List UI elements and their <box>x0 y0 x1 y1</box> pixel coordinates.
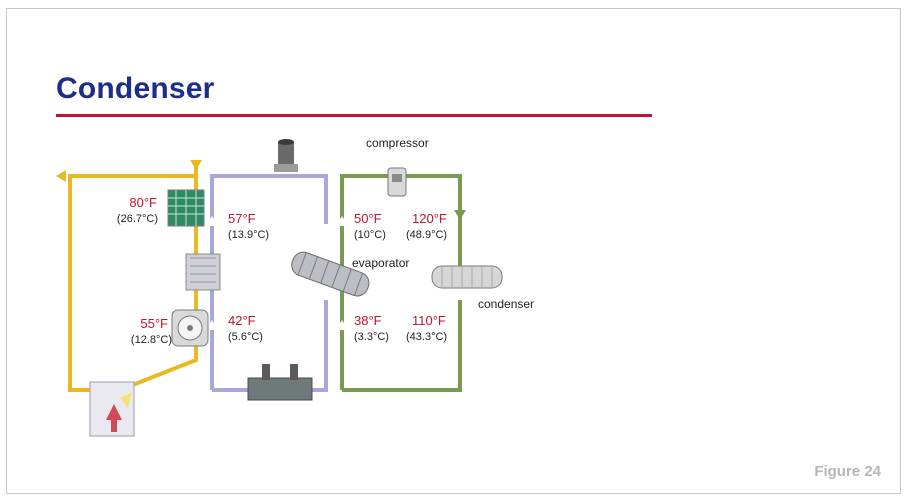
condenser-label: condenser <box>478 297 534 311</box>
temp-cond-out-c: (43.3°C) <box>406 331 447 343</box>
temp-evap-out-c: (10°C) <box>354 229 386 241</box>
title-divider <box>56 114 652 117</box>
expansion-valve-icon <box>274 139 298 172</box>
temp-cond-out-f: 110°F <box>412 313 446 328</box>
condenser-icon <box>431 265 503 289</box>
arrow-refrigerant-up-upper-icon <box>336 216 348 226</box>
filter-icon <box>167 189 205 227</box>
arrow-refrigerant-down-icon <box>454 210 466 220</box>
temp-air-out-f: 80°F <box>129 195 157 210</box>
chilled-water-loop <box>210 174 328 392</box>
slide-frame <box>6 8 901 494</box>
arrow-air-inlet-icon <box>190 160 202 170</box>
arrow-water-down-icon <box>320 224 332 234</box>
arrow-water-up-lower-icon <box>206 320 218 330</box>
air-loop <box>68 160 198 392</box>
compressor-icon <box>387 167 407 197</box>
temp-chw-supply-c: (5.6°C) <box>228 331 263 343</box>
evaporator-icon <box>291 251 370 297</box>
pump-icon <box>247 364 313 401</box>
temp-evap-in-f: 38°F <box>354 313 382 328</box>
conditioned-space-icon <box>89 381 135 437</box>
evaporator-label: evaporator <box>352 256 409 270</box>
figure-label: Figure 24 <box>814 463 881 480</box>
compressor-label: compressor <box>366 136 429 150</box>
temp-comp-out-c: (48.9°C) <box>406 229 447 241</box>
fan-icon <box>171 309 209 347</box>
temp-air-in-c: (12.8°C) <box>131 334 172 346</box>
page-title: Condenser <box>56 72 215 105</box>
arrow-refrigerant-up-lower-icon <box>336 320 348 330</box>
arrow-water-up-upper-icon <box>206 216 218 226</box>
temp-chw-supply-f: 42°F <box>228 313 256 328</box>
temp-evap-out-f: 50°F <box>354 211 382 226</box>
temp-air-out-c: (26.7°C) <box>117 213 158 225</box>
temp-chw-return-c: (13.9°C) <box>228 229 269 241</box>
temp-air-in-f: 55°F <box>140 316 168 331</box>
temp-evap-in-c: (3.3°C) <box>354 331 389 343</box>
cooling-coil-icon <box>185 253 221 291</box>
arrow-air-outlet-icon <box>56 170 66 182</box>
temp-comp-out-f: 120°F <box>412 211 447 226</box>
temp-chw-return-f: 57°F <box>228 211 256 226</box>
